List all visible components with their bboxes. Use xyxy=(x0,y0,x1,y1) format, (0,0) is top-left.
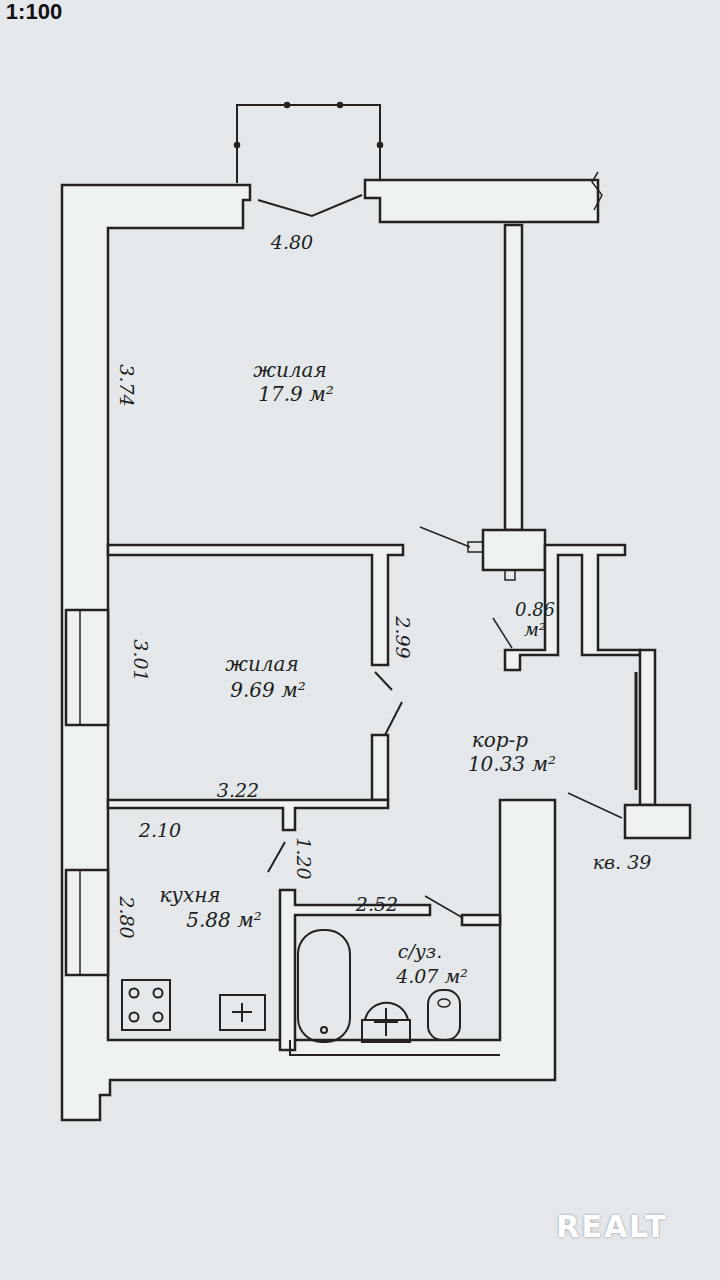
plan-label: 9.69 м² xyxy=(230,679,306,701)
plan-label: 2.80 xyxy=(116,896,137,938)
plan-label: кор-р xyxy=(472,729,528,751)
plan-label: 2.52 xyxy=(356,894,398,915)
stove-burner xyxy=(154,1013,163,1022)
watermark: REALT xyxy=(556,1210,667,1243)
plan-label: жилая xyxy=(225,653,299,675)
plan-label: 3.01 xyxy=(130,639,151,681)
bathtub xyxy=(321,1027,327,1033)
plan-label: 4.07 м² xyxy=(396,966,468,987)
plan-label: с/уз. xyxy=(398,941,442,962)
plan-label: 1.20 xyxy=(293,837,314,879)
plan-label: 0.86 м² xyxy=(511,600,559,640)
sink xyxy=(232,1003,252,1022)
break-mark xyxy=(592,172,602,210)
scale: 1:100 xyxy=(6,0,62,24)
stove-burner xyxy=(130,989,139,998)
bathtub xyxy=(298,930,350,1042)
stove xyxy=(122,980,170,1030)
plan-label: 3.22 xyxy=(217,780,259,801)
toilet xyxy=(428,990,460,1040)
stove-burner xyxy=(154,989,163,998)
inner-wall xyxy=(372,735,388,800)
vent-shaft xyxy=(483,530,545,570)
washbasin xyxy=(374,1008,398,1036)
plan-label: 2.99 xyxy=(392,616,413,658)
inner-wall xyxy=(640,650,655,805)
door-swing xyxy=(258,195,362,216)
plan-label: 3.74 xyxy=(116,364,137,406)
plan-label: 10.33 м² xyxy=(468,753,556,775)
plan-label: 17.9 м² xyxy=(258,383,334,405)
vent-mark xyxy=(468,542,483,552)
outer-wall xyxy=(62,185,555,1120)
balcony-mark xyxy=(378,143,382,147)
plan-label: 2.10 xyxy=(139,820,181,841)
plan-label: кв. 39 xyxy=(593,852,652,873)
stove-burner xyxy=(130,1013,139,1022)
door-swing xyxy=(375,672,402,735)
vent-mark xyxy=(505,570,515,580)
partition xyxy=(505,225,522,530)
window xyxy=(79,870,81,975)
leader-line xyxy=(425,896,463,918)
inner-wall xyxy=(108,545,403,665)
outer-wall xyxy=(365,180,598,222)
plan-label: 4.80 xyxy=(271,232,313,253)
entrance-box xyxy=(625,805,690,838)
leader-line xyxy=(420,527,470,547)
window xyxy=(66,610,108,725)
balcony-mark xyxy=(235,143,239,147)
door-swing xyxy=(268,842,285,872)
plan-label: жилая xyxy=(253,359,327,381)
window xyxy=(66,870,108,975)
balcony-mark xyxy=(338,103,342,107)
inner-wall xyxy=(462,915,500,925)
balcony xyxy=(237,105,380,183)
plan-label: 5.88 м² xyxy=(186,909,262,931)
inner-wall xyxy=(505,545,640,670)
toilet xyxy=(438,999,450,1007)
window xyxy=(79,610,81,725)
balcony-mark xyxy=(285,103,289,107)
leader-line xyxy=(568,793,622,818)
plan-label: кухня xyxy=(159,884,220,906)
door-swing xyxy=(493,618,512,648)
entrance-door xyxy=(635,672,638,790)
sink xyxy=(220,995,265,1030)
